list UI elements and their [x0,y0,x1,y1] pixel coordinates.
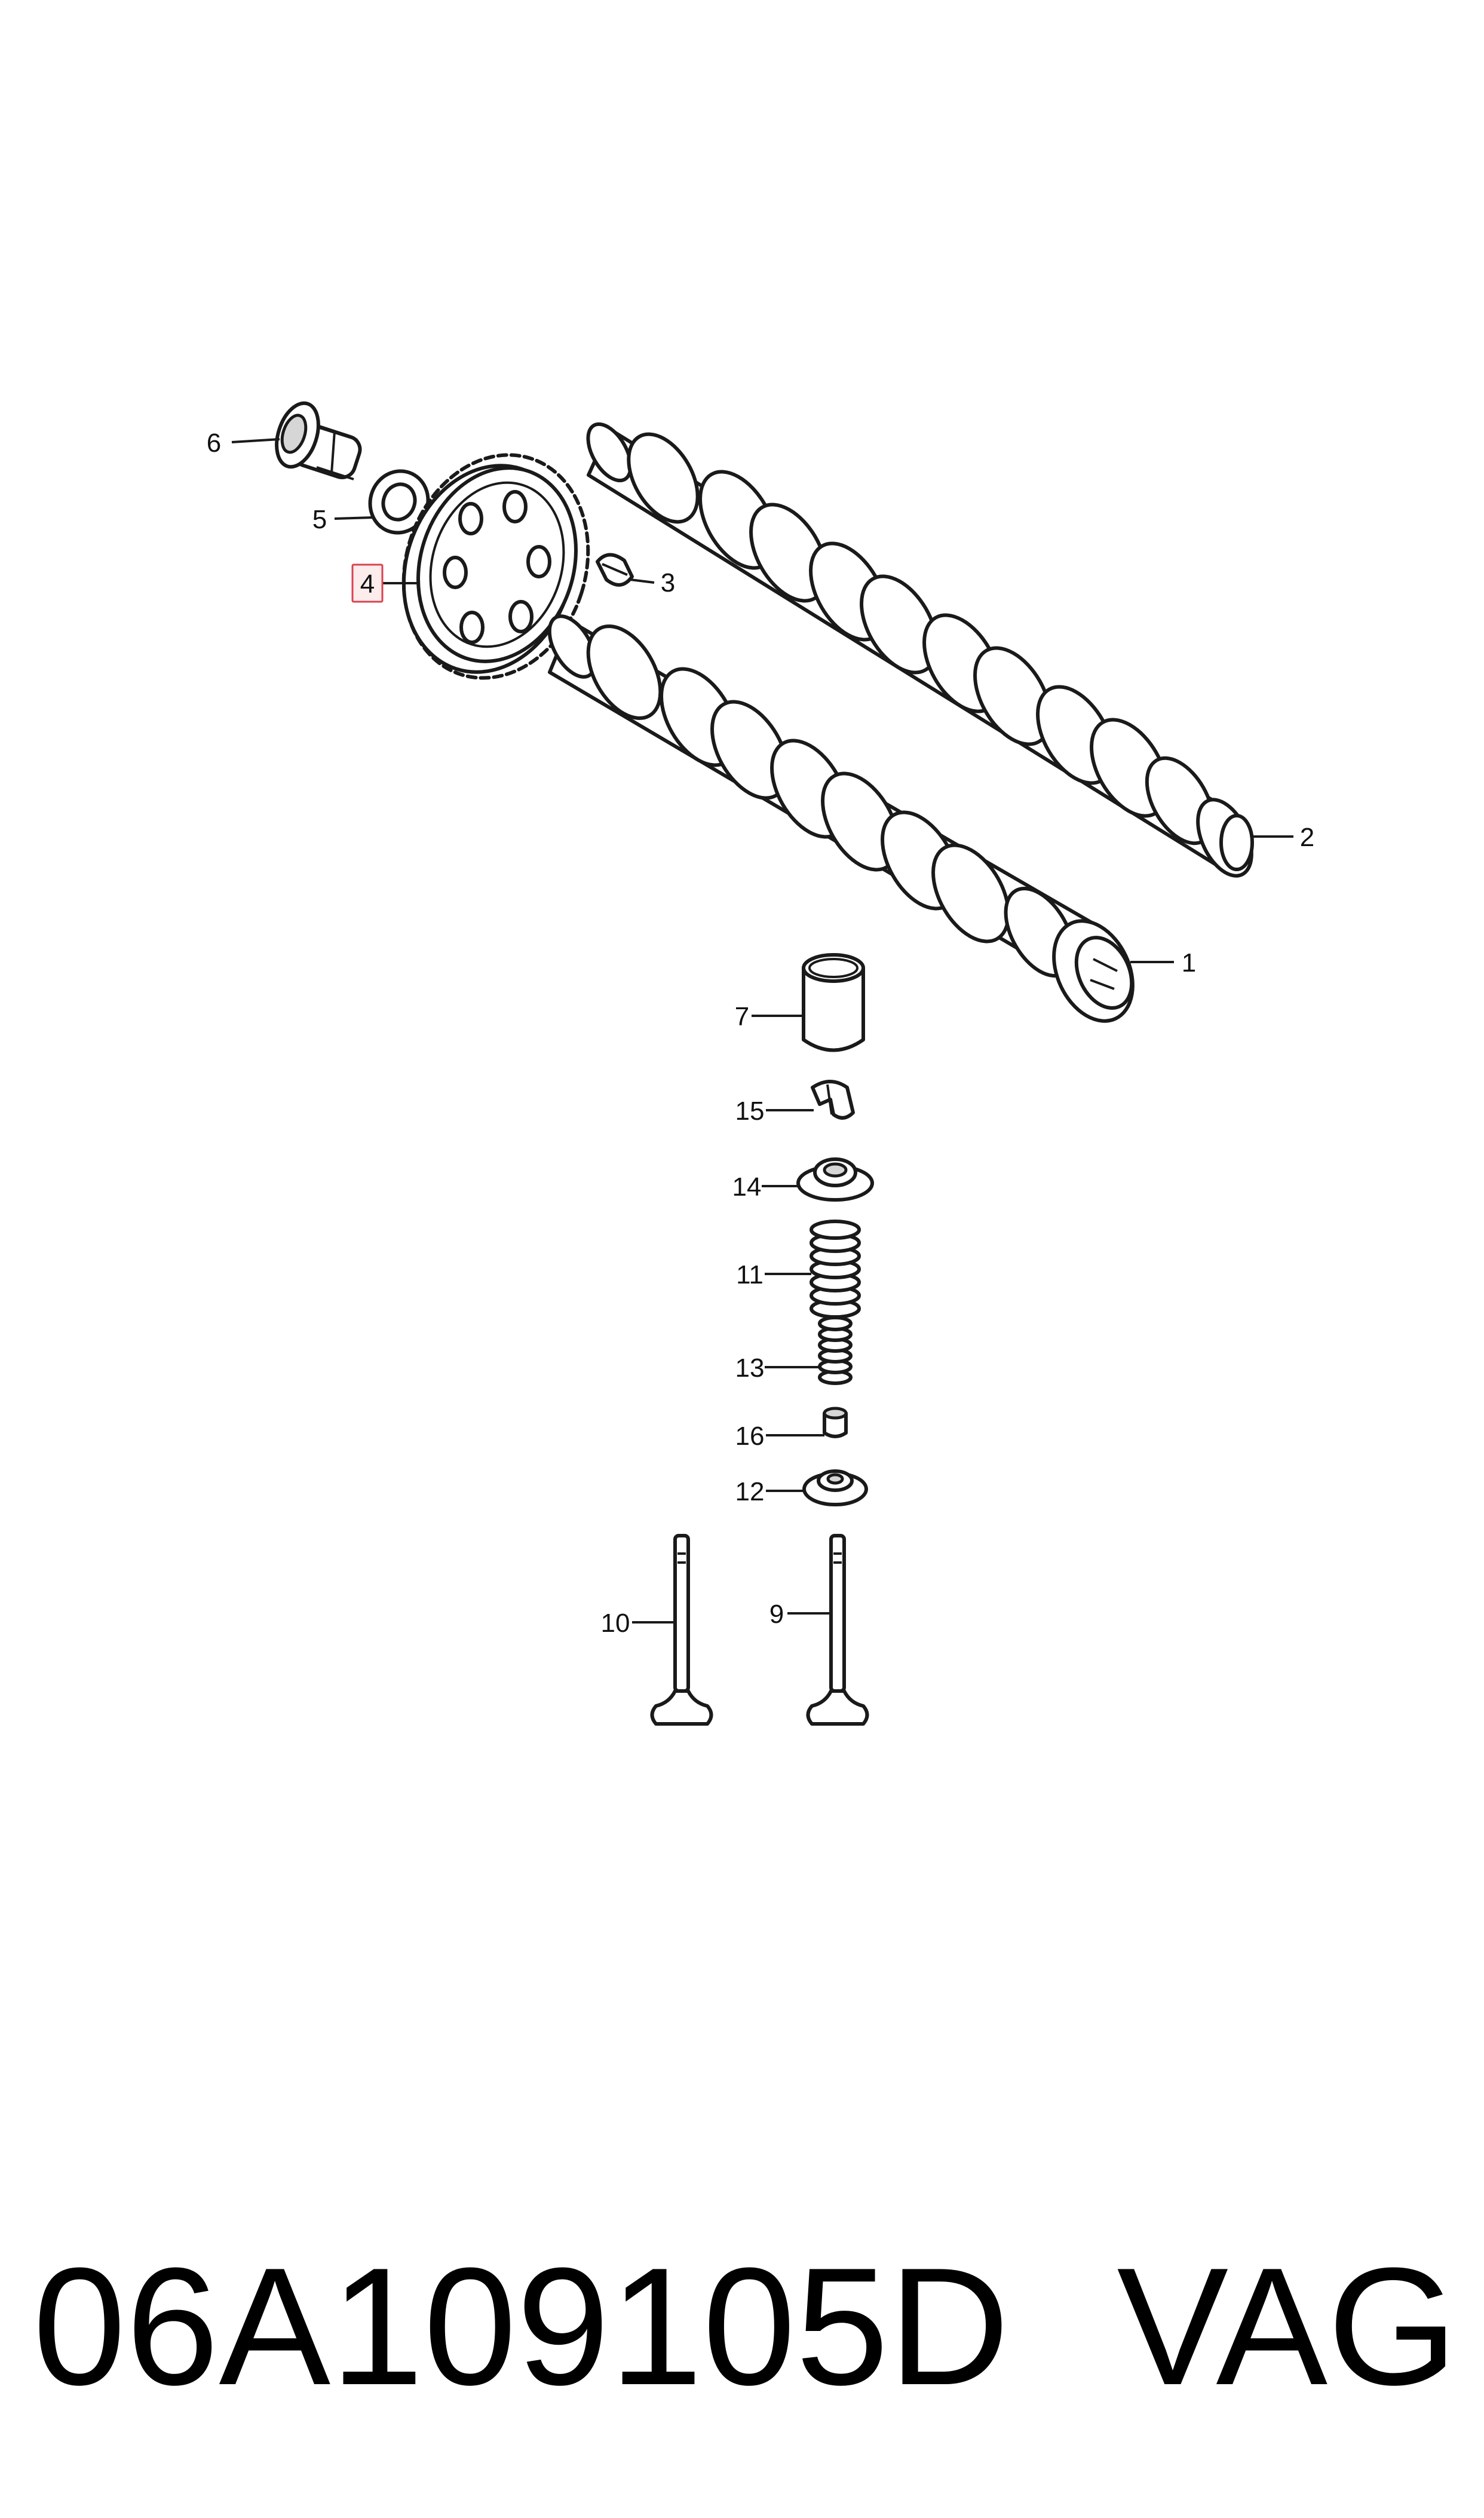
callout-labels: 6 5 4 3 2 1 7 15 14 11 13 16 12 10 9 [207,428,1314,1638]
spring-retainer-14[interactable] [796,1157,874,1202]
inner-valve-spring-13[interactable] [818,1316,853,1385]
callout-7[interactable]: 7 [735,1002,749,1031]
bolt-6[interactable] [269,398,364,481]
valve-cotters-15[interactable] [811,1080,855,1120]
brand: VAG [1117,2234,1458,2420]
caption: 06A109105D VAG [33,2234,1458,2420]
callout-3[interactable]: 3 [661,568,675,598]
intake-camshaft-2[interactable] [580,417,1262,884]
callout-13[interactable]: 13 [735,1353,765,1383]
callout-11[interactable]: 11 [736,1260,764,1289]
bucket-tappet-7[interactable] [802,953,865,1052]
outer-valve-spring-11[interactable] [810,1220,861,1319]
exhaust-valve-10[interactable] [650,1534,713,1726]
intake-valve-9[interactable] [806,1534,869,1726]
callout-4-highlight [351,563,384,603]
spring-seat-12[interactable] [802,1469,868,1506]
callout-9[interactable]: 9 [769,1600,784,1629]
callout-6[interactable]: 6 [207,428,221,458]
callout-10[interactable]: 10 [601,1609,630,1638]
camshaft-sprocket-4[interactable] [376,431,617,702]
callout-5[interactable]: 5 [312,505,327,534]
leader-lines [231,438,1293,1623]
callout-1[interactable]: 1 [1182,948,1196,978]
callout-12[interactable]: 12 [735,1477,765,1506]
callout-15[interactable]: 15 [735,1096,765,1126]
woodruff-key-3[interactable] [596,553,634,587]
callout-4[interactable]: 4 [360,569,375,599]
exhaust-camshaft-1[interactable] [540,609,1148,1034]
callout-2[interactable]: 2 [1300,823,1314,852]
valve-stem-seal-16[interactable] [823,1407,848,1438]
callout-14[interactable]: 14 [732,1172,762,1202]
part-number: 06A109105D [33,2234,1010,2420]
callout-16[interactable]: 16 [735,1422,765,1451]
